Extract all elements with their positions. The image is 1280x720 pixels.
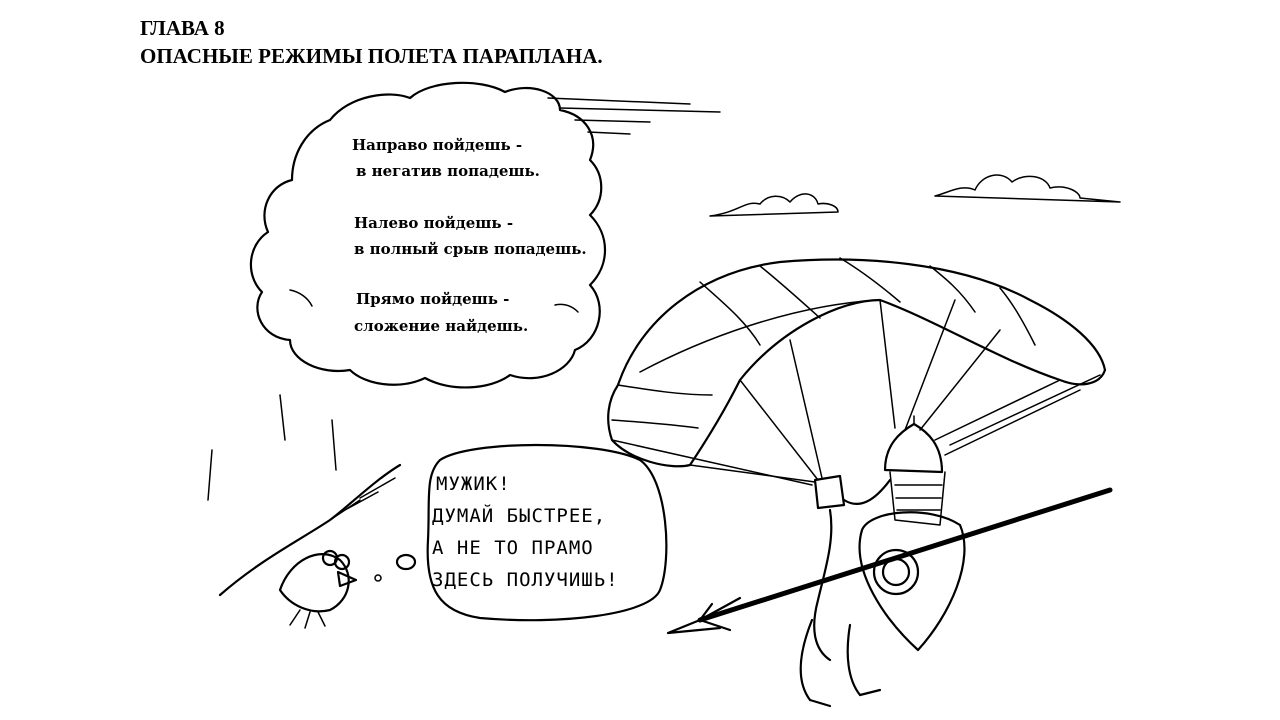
spear-head (666, 596, 742, 635)
crow-body (278, 553, 350, 613)
suspension-line (934, 379, 1061, 441)
controller-box (813, 474, 846, 510)
cloud-mark (554, 303, 579, 313)
thought-line: Прямо пойдешь - (356, 290, 509, 308)
suspension-line (789, 339, 823, 479)
crow (207, 394, 402, 629)
spear (666, 487, 1113, 635)
canopy-cell-line (639, 299, 881, 373)
wind-streak (587, 131, 631, 135)
suspension-line (879, 299, 896, 429)
canopy-cell-line (611, 419, 699, 429)
wind-streak (559, 107, 721, 113)
wind-streak (547, 97, 691, 105)
canopy-cell-line (699, 281, 761, 346)
suspension-line (919, 329, 1001, 431)
speed-streak (331, 419, 337, 471)
crow-beak (336, 570, 358, 588)
paraglider (607, 257, 1107, 486)
pilot-legs (799, 618, 862, 702)
canopy-cell-line (839, 257, 901, 303)
pilot-body (813, 508, 833, 662)
crow-speech-bubble: МУЖИК! ДУМАЙ БЫСТРЕЕ, А НЕ ТО ПРАМО ЗДЕС… (374, 443, 668, 622)
thought-line: сложение найдешь. (354, 317, 528, 335)
canopy (607, 258, 1107, 468)
chainmail (889, 471, 946, 526)
speech-line: А НЕ ТО ПРАМО (432, 537, 594, 559)
thought-line: в полный срыв попадешь. (354, 240, 587, 258)
thought-cloud-outline (249, 81, 607, 389)
chapter-number: ГЛАВА 8 (140, 16, 225, 40)
speed-streak (279, 394, 286, 441)
crow-eye (333, 553, 351, 571)
crow-wing (218, 463, 402, 597)
speech-line: МУЖИК! (436, 473, 511, 495)
sky-clouds (709, 174, 1121, 217)
bubble-dot (374, 574, 382, 582)
suspension-line (904, 299, 956, 431)
speech-bubble-outline (426, 443, 668, 622)
spear-shaft (697, 487, 1113, 623)
speech-line: ЗДЕСЬ ПОЛУЧИШЬ! (432, 569, 619, 591)
speech-line: ДУМАЙ БЫСТРЕЕ, (432, 504, 606, 527)
suspension-line (689, 464, 816, 483)
pilot-boots (808, 688, 882, 708)
shield-boss-inner (881, 557, 911, 587)
warrior-pilot (799, 415, 966, 708)
pilot-arm (842, 478, 892, 506)
suspension-line (949, 374, 1101, 446)
crow-wing-feather (329, 477, 396, 521)
suspension-line (739, 379, 819, 481)
thought-line: в негатив попадешь. (356, 162, 540, 180)
crow-feet (289, 609, 326, 629)
bubble-dot (395, 553, 417, 571)
thought-cloud: Направо пойдешь - в негатив попадешь. На… (249, 81, 721, 389)
suspension-line (611, 439, 813, 486)
shield (858, 511, 966, 652)
canopy-cell-line (759, 265, 821, 319)
small-cloud (934, 174, 1121, 203)
chapter-heading: ГЛАВА 8 ОПАСНЫЕ РЕЖИМЫ ПОЛЕТА ПАРАПЛАНА. (140, 14, 603, 70)
helmet (883, 422, 944, 474)
small-cloud (709, 193, 839, 217)
canopy-cell-line (929, 265, 976, 313)
suspension-line (944, 389, 1081, 456)
wind-streak (574, 119, 651, 123)
thought-line: Налево пойдешь - (354, 214, 513, 232)
speed-streak (207, 449, 213, 501)
canopy-cell-line (999, 287, 1036, 346)
cloud-mark (289, 289, 313, 307)
thought-line: Направо пойдешь - (352, 136, 522, 154)
canopy-cell-line (617, 384, 713, 396)
shield-boss-outer (872, 548, 920, 596)
chapter-title: ОПАСНЫЕ РЕЖИМЫ ПОЛЕТА ПАРАПЛАНА. (140, 44, 603, 68)
